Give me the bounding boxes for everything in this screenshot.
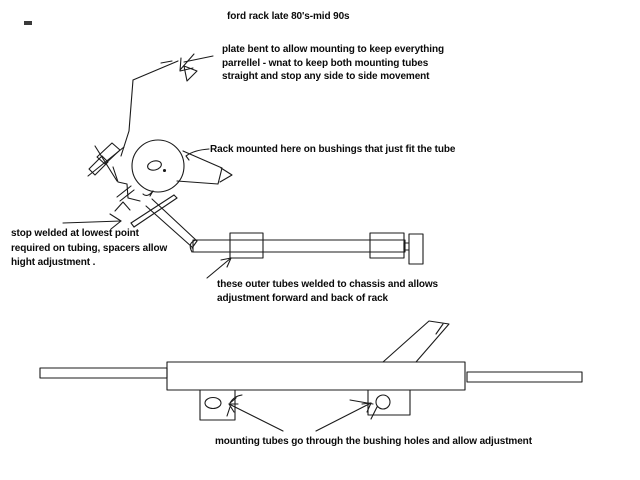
mounting-tube-sketch (145, 190, 198, 253)
rack-note: Rack mounted here on bushings that just … (210, 144, 456, 155)
left-outer-tube (229, 232, 264, 259)
rack-body (166, 361, 466, 391)
outer-tube-note: these outer tubes welded to chassis and … (217, 278, 438, 305)
bushing-hole-marks (226, 394, 378, 420)
stop-note-line: hight adjustment . (11, 257, 96, 268)
plate-leader-arrow (160, 53, 214, 82)
right-outer-tube (369, 232, 405, 259)
stop-note-arrow (62, 213, 122, 230)
outer-tube-note-line: these outer tubes welded to chassis and … (217, 279, 439, 290)
stop-note-line: stop welded at lowest point (11, 228, 139, 239)
pinion-shaft-hole (147, 160, 162, 171)
right-tie-rod (466, 371, 583, 383)
outer-tube-arrow (206, 257, 232, 279)
page-title: ford rack late 80's-mid 90s (227, 11, 350, 22)
crossbar-sketch (130, 194, 178, 228)
rack-pinion-sketch (131, 139, 185, 196)
end-bracket (408, 233, 424, 265)
left-bushing-bracket (199, 389, 236, 421)
chassis-tube-sketch (192, 232, 424, 265)
plate-note-line: straight and stop any side to side movem… (222, 71, 430, 82)
mounting-note-arrows (228, 402, 372, 432)
spacer-ticks-sketch (114, 185, 135, 212)
plate-note-line: parrellel - wnat to keep both mounting t… (222, 57, 429, 69)
plate-note: plate bent to allow mounting to keep eve… (222, 43, 444, 84)
rack-note-leader (185, 148, 210, 161)
stop-note-line: required on tubing, spacers allow (11, 242, 168, 254)
plate-note-line: plate bent to allow mounting to keep eve… (222, 44, 444, 55)
paint-dash-artifact (24, 21, 32, 25)
rack-mount-boss-sketch (176, 148, 233, 185)
left-tie-rod (39, 367, 168, 379)
outer-tube-note-line: adjustment forward and back of rack (217, 292, 388, 304)
inner-tube (192, 239, 406, 253)
left-bushing-hole (204, 396, 222, 410)
right-bushing-hole (375, 394, 391, 410)
bent-plate-line (120, 60, 179, 157)
right-bushing-bracket (367, 389, 411, 416)
pinion-circle (131, 139, 185, 193)
bottom-rack-sketch (39, 320, 583, 421)
steering-column (382, 320, 450, 363)
mounting-note: mounting tubes go through the bushing ho… (215, 436, 532, 447)
stop-note: stop welded at lowest point required on … (11, 227, 167, 271)
mounting-plate-sketch (87, 142, 141, 202)
